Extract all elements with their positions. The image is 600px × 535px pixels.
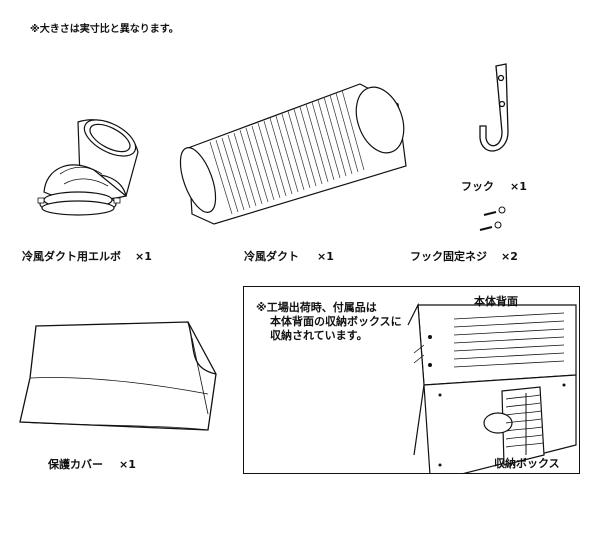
hook-fixing-screws-illustration — [479, 206, 506, 231]
part-label-screws: フック固定ネジ×2 — [410, 250, 518, 263]
part-label-hook: フック×1 — [461, 180, 527, 193]
part-label-elbow: 冷風ダクト用エルボ×1 — [22, 250, 152, 263]
storage-callout-box: ※工場出荷時、付属品は 本体背面の収納ボックスに 収納されています。 本体背面 … — [243, 286, 580, 474]
storage-box-label: 収納ボックス — [494, 457, 560, 470]
storage-note-line-1: ※工場出荷時、付属品は — [256, 301, 377, 314]
unit-rear-label: 本体背面 — [474, 295, 518, 308]
storage-note-line-3: 収納されています。 — [270, 329, 368, 342]
storage-note-line-2: 本体背面の収納ボックスに — [270, 315, 402, 328]
protective-cover-illustration — [19, 321, 217, 431]
unit-rear-storage-illustration — [407, 302, 577, 473]
part-label-cover: 保護カバー×1 — [48, 458, 136, 471]
hook-illustration — [479, 63, 509, 152]
cold-air-duct-illustration — [179, 83, 407, 225]
cold-air-duct-elbow-illustration — [37, 119, 139, 216]
part-label-duct: 冷風ダクト×1 — [244, 250, 334, 263]
size-disclaimer-note: ※大きさは実寸比と異なります。 — [30, 24, 179, 35]
